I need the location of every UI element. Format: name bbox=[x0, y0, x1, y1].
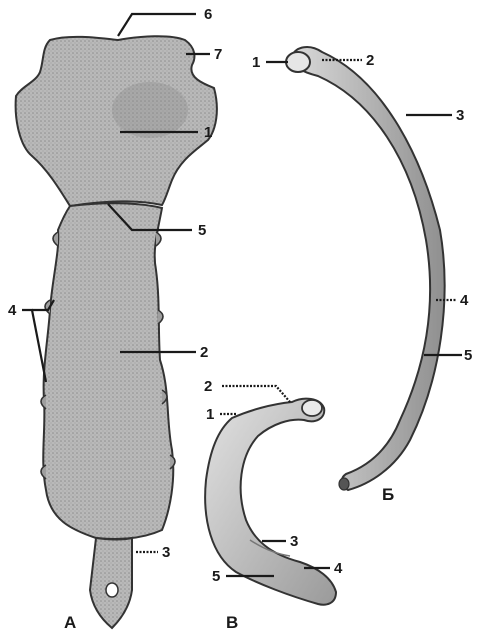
label-sternum-body: 2 bbox=[200, 344, 208, 361]
label-costal-notches: 4 bbox=[8, 302, 17, 319]
figure-label-v: В bbox=[226, 613, 238, 632]
sternum-figure bbox=[16, 36, 217, 628]
first-rib-tubercle bbox=[302, 400, 322, 416]
label-manubriosternal-joint: 5 bbox=[198, 222, 206, 239]
first-rib-body bbox=[205, 399, 336, 605]
label-first-rib-shaft: 4 bbox=[334, 560, 343, 577]
rib-shaft bbox=[292, 47, 445, 490]
rib-figure bbox=[286, 47, 445, 490]
label-manubrium: 1 bbox=[204, 124, 212, 141]
sternum-body bbox=[43, 203, 173, 539]
label-jugular-notch: 6 bbox=[204, 6, 212, 23]
label-rib-head: 1 bbox=[252, 54, 260, 71]
label-rib-tubercle: 3 bbox=[456, 107, 464, 124]
label-first-rib-body: 5 bbox=[212, 568, 220, 585]
figure-label-b: Б bbox=[382, 485, 394, 504]
rib-head bbox=[286, 52, 310, 72]
label-first-rib-head: 1 bbox=[206, 406, 214, 423]
label-rib-shaft: 5 bbox=[464, 347, 472, 364]
label-first-rib-tubercle: 2 bbox=[204, 378, 212, 395]
label-first-rib-groove: 3 bbox=[290, 533, 298, 550]
label-clavicular-notch: 7 bbox=[214, 46, 222, 63]
first-rib-figure bbox=[205, 399, 336, 605]
label-rib-angle: 4 bbox=[460, 292, 469, 309]
label-rib-neck: 2 bbox=[366, 52, 374, 69]
figure-label-a: А bbox=[64, 613, 76, 632]
label-xiphoid: 3 bbox=[162, 544, 170, 561]
